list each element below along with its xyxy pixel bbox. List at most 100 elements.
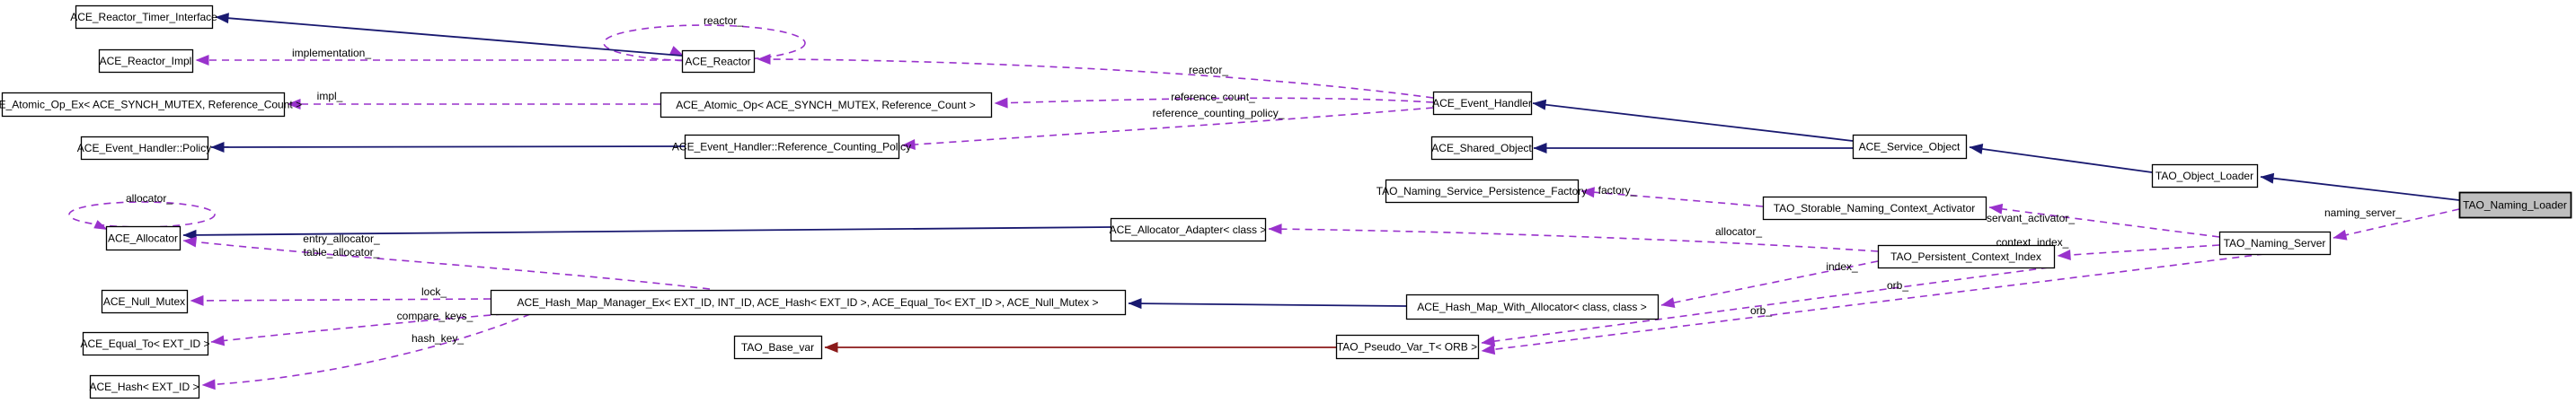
- edge-label-event-handler-uses-reactor: reactor_: [1189, 64, 1228, 76]
- edge-reactor-inherits-timer-interface: [215, 13, 683, 57]
- node-box-ace-hash[interactable]: [89, 374, 200, 399]
- node-box-ace-hash-map-manager-ex[interactable]: [490, 289, 1127, 316]
- node-ace-hash[interactable]: ACE_Hash< EXT_ID >: [89, 374, 200, 399]
- node-label-ace-hash: ACE_Hash< EXT_ID >: [89, 381, 199, 393]
- node-ace-reactor[interactable]: ACE_Reactor: [681, 49, 756, 74]
- node-label-tao-persistent-context-index: TAO_Persistent_Context_Index: [1890, 250, 2041, 263]
- node-label-ace-reactor: ACE_Reactor: [685, 56, 750, 68]
- node-label-ace-hash-map-manager-ex: ACE_Hash_Map_Manager_Ex< EXT_ID, INT_ID,…: [518, 296, 1099, 309]
- edge-event-handler-uses-atomic-op: [994, 97, 1434, 109]
- edge-object-loader-inherits-service-object: [1969, 144, 2153, 173]
- edge-with-allocator-inherits-hash-map-manager: [1128, 298, 1407, 310]
- edge-refcounting-policy-inherits-policy: [210, 141, 686, 153]
- edge-hash-map-manager-uses-allocator: [182, 236, 711, 290]
- node-box-tao-storable-naming-context-activator[interactable]: [1762, 196, 1987, 221]
- edge-naming-server-uses-pseudo-var: [1481, 253, 2265, 355]
- node-box-ace-event-handler-policy[interactable]: [80, 136, 209, 161]
- edge-label-naming-server-uses-pseudo-var: orb_: [1750, 304, 1772, 317]
- node-box-tao-naming-loader[interactable]: [2458, 191, 2572, 219]
- node-label-tao-naming-service-persistence-factory: TAO_Naming_Service_Persistence_Factory: [1377, 185, 1588, 197]
- node-ace-reactor-impl[interactable]: ACE_Reactor_Impl: [98, 48, 194, 74]
- node-label-ace-atomic-op: ACE_Atomic_Op< ACE_SYNCH_MUTEX, Referenc…: [676, 99, 975, 111]
- edge-label-activator-uses-factory: factory_: [1598, 184, 1637, 197]
- node-label-ace-event-handler-ref-counting-policy: ACE_Event_Handler::Reference_Counting_Po…: [672, 141, 911, 153]
- node-label-ace-event-handler: ACE_Event_Handler: [1432, 97, 1532, 110]
- node-box-tao-base-var[interactable]: [733, 335, 823, 360]
- node-tao-naming-server[interactable]: TAO_Naming_Server: [2218, 231, 2332, 256]
- node-ace-event-handler[interactable]: ACE_Event_Handler: [1432, 91, 1533, 116]
- node-ace-event-handler-policy[interactable]: ACE_Event_Handler::Policy: [77, 136, 211, 161]
- node-box-ace-null-mutex[interactable]: [101, 289, 189, 314]
- node-box-ace-service-object[interactable]: [1852, 134, 1968, 160]
- node-label-tao-naming-loader: TAO_Naming_Loader: [2463, 199, 2567, 212]
- node-box-tao-pseudo-var-t-orb[interactable]: [1335, 334, 1480, 360]
- node-label-ace-hash-map-with-allocator: ACE_Hash_Map_With_Allocator< class, clas…: [1417, 301, 1646, 313]
- node-label-ace-reactor-impl: ACE_Reactor_Impl: [100, 55, 192, 67]
- edge-label-hash-map-manager-uses-allocator-1: table_allocator_: [304, 246, 380, 259]
- node-box-ace-atomic-op-ex[interactable]: [1, 92, 286, 118]
- node-tao-base-var[interactable]: TAO_Base_var: [733, 335, 823, 360]
- node-box-ace-atomic-op[interactable]: [659, 92, 993, 118]
- node-ace-equal-to[interactable]: ACE_Equal_To< EXT_ID >: [80, 331, 210, 356]
- edge-activator-uses-factory: [1580, 187, 1764, 207]
- edge-label-hash-map-manager-uses-equal-to: compare_keys_: [397, 310, 474, 322]
- edge-naming-loader-inherits-object-loader: [2260, 172, 2460, 201]
- edge-label-ace-allocator-self: allocator_: [126, 192, 173, 205]
- node-box-ace-shared-object[interactable]: [1430, 136, 1534, 161]
- node-ace-allocator-adapter[interactable]: ACE_Allocator_Adapter< class >: [1110, 217, 1267, 242]
- node-ace-hash-map-with-allocator[interactable]: ACE_Hash_Map_With_Allocator< class, clas…: [1405, 294, 1660, 320]
- node-box-ace-equal-to[interactable]: [82, 331, 209, 356]
- node-ace-hash-map-manager-ex[interactable]: ACE_Hash_Map_Manager_Ex< EXT_ID, INT_ID,…: [490, 289, 1127, 316]
- edge-event-handler-uses-reactor: [757, 54, 1434, 99]
- edge-hash-map-manager-uses-equal-to: [210, 313, 504, 346]
- node-label-tao-object-loader: TAO_Object_Loader: [2156, 170, 2253, 182]
- node-box-tao-persistent-context-index[interactable]: [1877, 244, 2056, 269]
- node-tao-naming-loader[interactable]: TAO_Naming_Loader: [2458, 191, 2572, 219]
- node-label-ace-allocator-adapter: ACE_Allocator_Adapter< class >: [1110, 224, 1267, 236]
- edge-naming-server-uses-activator: [1988, 203, 2220, 238]
- node-box-ace-reactor-timer-interface[interactable]: [75, 4, 214, 30]
- node-box-tao-naming-service-persistence-factory[interactable]: [1385, 179, 1580, 204]
- node-box-ace-allocator-adapter[interactable]: [1110, 217, 1267, 242]
- node-ace-event-handler-ref-counting-policy[interactable]: ACE_Event_Handler::Reference_Counting_Po…: [672, 134, 911, 160]
- edge-label-event-handler-uses-atomic-op: reference_count_: [1171, 91, 1255, 103]
- node-ace-atomic-op-ex[interactable]: ACE_Atomic_Op_Ex< ACE_SYNCH_MUTEX, Refer…: [0, 92, 302, 118]
- edge-event-handler-uses-refcounting-policy: [901, 107, 1434, 150]
- node-box-ace-event-handler-ref-counting-policy[interactable]: [684, 134, 900, 160]
- self-loop-arrowhead-ace-reactor: [669, 46, 684, 56]
- edge-label-atomic-op-uses-atomic-op-ex: impl_: [317, 90, 343, 102]
- node-tao-storable-naming-context-activator[interactable]: TAO_Storable_Naming_Context_Activator: [1762, 196, 1987, 221]
- node-box-tao-object-loader[interactable]: [2151, 163, 2259, 188]
- edge-label-naming-loader-uses-naming-server: naming_server_: [2324, 206, 2402, 219]
- node-box-ace-allocator[interactable]: [105, 225, 181, 251]
- node-tao-naming-service-persistence-factory[interactable]: TAO_Naming_Service_Persistence_Factory: [1377, 179, 1588, 204]
- edge-label-hash-map-manager-uses-allocator-0: entry_allocator_: [303, 232, 380, 245]
- edge-label-context-index-uses-with-allocator: index_: [1826, 260, 1858, 273]
- node-label-tao-naming-server: TAO_Naming_Server: [2224, 237, 2326, 250]
- node-ace-reactor-timer-interface[interactable]: ACE_Reactor_Timer_Interface: [70, 4, 217, 30]
- edge-hash-map-manager-uses-hash: [201, 313, 531, 390]
- node-ace-allocator[interactable]: ACE_Allocator: [105, 225, 181, 251]
- edge-label-context-index-uses-pseudo-var: orb_: [1887, 279, 1908, 292]
- node-tao-persistent-context-index[interactable]: TAO_Persistent_Context_Index: [1877, 244, 2056, 269]
- node-box-ace-hash-map-with-allocator[interactable]: [1405, 294, 1660, 320]
- node-ace-service-object[interactable]: ACE_Service_Object: [1852, 134, 1968, 160]
- node-box-ace-reactor[interactable]: [681, 49, 756, 74]
- edge-label-hash-map-manager-uses-hash: hash_key_: [412, 332, 464, 345]
- node-ace-shared-object[interactable]: ACE_Shared_Object: [1430, 136, 1534, 161]
- node-box-tao-naming-server[interactable]: [2218, 231, 2332, 256]
- node-ace-atomic-op[interactable]: ACE_Atomic_Op< ACE_SYNCH_MUTEX, Referenc…: [659, 92, 993, 118]
- node-tao-pseudo-var-t-orb[interactable]: TAO_Pseudo_Var_T< ORB >: [1335, 334, 1480, 360]
- node-label-ace-event-handler-policy: ACE_Event_Handler::Policy: [77, 142, 211, 154]
- node-box-ace-event-handler[interactable]: [1432, 91, 1533, 116]
- node-box-ace-reactor-impl[interactable]: [98, 48, 194, 74]
- node-label-tao-storable-naming-context-activator: TAO_Storable_Naming_Context_Activator: [1774, 202, 1976, 215]
- node-label-tao-pseudo-var-t-orb: TAO_Pseudo_Var_T< ORB >: [1337, 341, 1477, 354]
- node-label-ace-shared-object: ACE_Shared_Object: [1431, 142, 1532, 154]
- node-tao-object-loader[interactable]: TAO_Object_Loader: [2151, 163, 2259, 188]
- self-loop-arrowhead-ace-allocator: [93, 220, 108, 230]
- node-ace-null-mutex[interactable]: ACE_Null_Mutex: [101, 289, 189, 314]
- node-label-ace-atomic-op-ex: ACE_Atomic_Op_Ex< ACE_SYNCH_MUTEX, Refer…: [0, 99, 302, 111]
